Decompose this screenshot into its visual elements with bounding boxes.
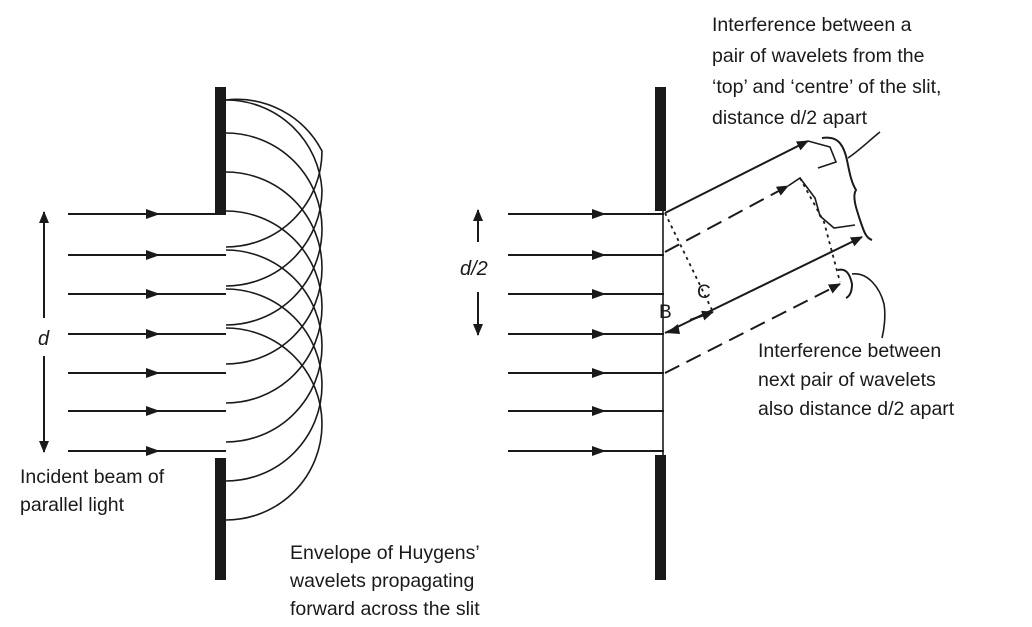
huygens-wavelets <box>225 98 323 521</box>
top-note-line1: Interference between a <box>712 14 912 36</box>
right-incident-ray-arrowhead-3 <box>592 289 606 299</box>
diffracted-ray-top-solid <box>664 140 809 214</box>
bottom-note-leader <box>851 273 886 339</box>
top-note-leader <box>847 131 881 159</box>
huygens-wavelet-2 <box>225 99 323 287</box>
top-note-line3: ‘top’ and ‘centre’ of the slit, <box>712 76 941 98</box>
top-pair-curly-brace <box>821 136 873 241</box>
right-slit-wall-top <box>655 87 666 211</box>
right-half-width-label: d/2 <box>460 258 488 280</box>
envelope-label-line3: forward across the slit <box>290 598 480 620</box>
top-note-line2: pair of wavelets from the <box>712 45 924 67</box>
diffracted-ray-top-dashed <box>664 185 789 253</box>
path-difference-bc <box>689 310 714 321</box>
top-note-line4: distance d/2 apart <box>712 107 868 129</box>
left-incident-ray-arrowhead-2 <box>146 250 160 260</box>
left-slit-wall-bottom <box>215 458 226 580</box>
incident-beam-label-line2: parallel light <box>20 494 125 516</box>
bottom-note-line3: also distance d/2 apart <box>758 398 955 420</box>
bottom-pair-bracket <box>837 268 854 299</box>
left-incident-ray-arrowhead-4 <box>146 329 160 339</box>
right-diagram: d/2 B C Interference between a pair of w… <box>460 14 955 580</box>
right-incident-ray-arrowhead-7 <box>592 446 606 456</box>
left-incident-ray-arrowhead-1 <box>146 209 160 219</box>
left-incident-rays <box>68 209 226 456</box>
right-slit-wall-bottom <box>655 455 666 580</box>
point-b-arrowhead <box>666 324 680 334</box>
huygens-wavelet-6 <box>225 249 323 443</box>
bottom-note-line2: next pair of wavelets <box>758 369 936 391</box>
right-incident-ray-arrowhead-5 <box>592 368 606 378</box>
huygens-wavelet-8 <box>225 327 323 521</box>
top-pair-dotted-box <box>799 177 841 283</box>
huygens-wavelet-1 <box>225 98 323 248</box>
right-incident-ray-arrowhead-2 <box>592 250 606 260</box>
bottom-note-line1: Interference between <box>758 340 941 362</box>
left-incident-ray-arrowhead-5 <box>146 368 160 378</box>
top-pair-bracket-lines <box>787 140 856 229</box>
left-slit-wall-top <box>215 87 226 215</box>
right-incident-ray-arrowhead-1 <box>592 209 606 219</box>
wavefront-dotted-line <box>664 212 714 313</box>
left-incident-ray-arrowhead-7 <box>146 446 160 456</box>
left-incident-ray-arrowhead-6 <box>146 406 160 416</box>
point-b-label: B <box>659 302 672 323</box>
right-incident-ray-arrowhead-6 <box>592 406 606 416</box>
left-diagram: d Incident beam of parallel light Envelo… <box>20 87 480 620</box>
left-incident-ray-arrowhead-3 <box>146 289 160 299</box>
huygens-wavelet-4 <box>225 171 323 365</box>
incident-beam-label-line1: Incident beam of <box>20 466 165 488</box>
huygens-wavelet-5 <box>225 210 323 404</box>
left-dimension-label: d <box>38 328 50 350</box>
point-c-label: C <box>697 282 711 303</box>
diffracted-ray-bottom-dashed <box>664 283 841 374</box>
right-incident-rays <box>508 209 664 456</box>
huygens-wavelet-3 <box>225 132 323 326</box>
envelope-label-line1: Envelope of Huygens’ <box>290 542 480 564</box>
right-incident-ray-arrowhead-4 <box>592 329 606 339</box>
envelope-label-line2: wavelets propagating <box>289 570 474 592</box>
huygens-wavelet-7 <box>225 288 323 482</box>
